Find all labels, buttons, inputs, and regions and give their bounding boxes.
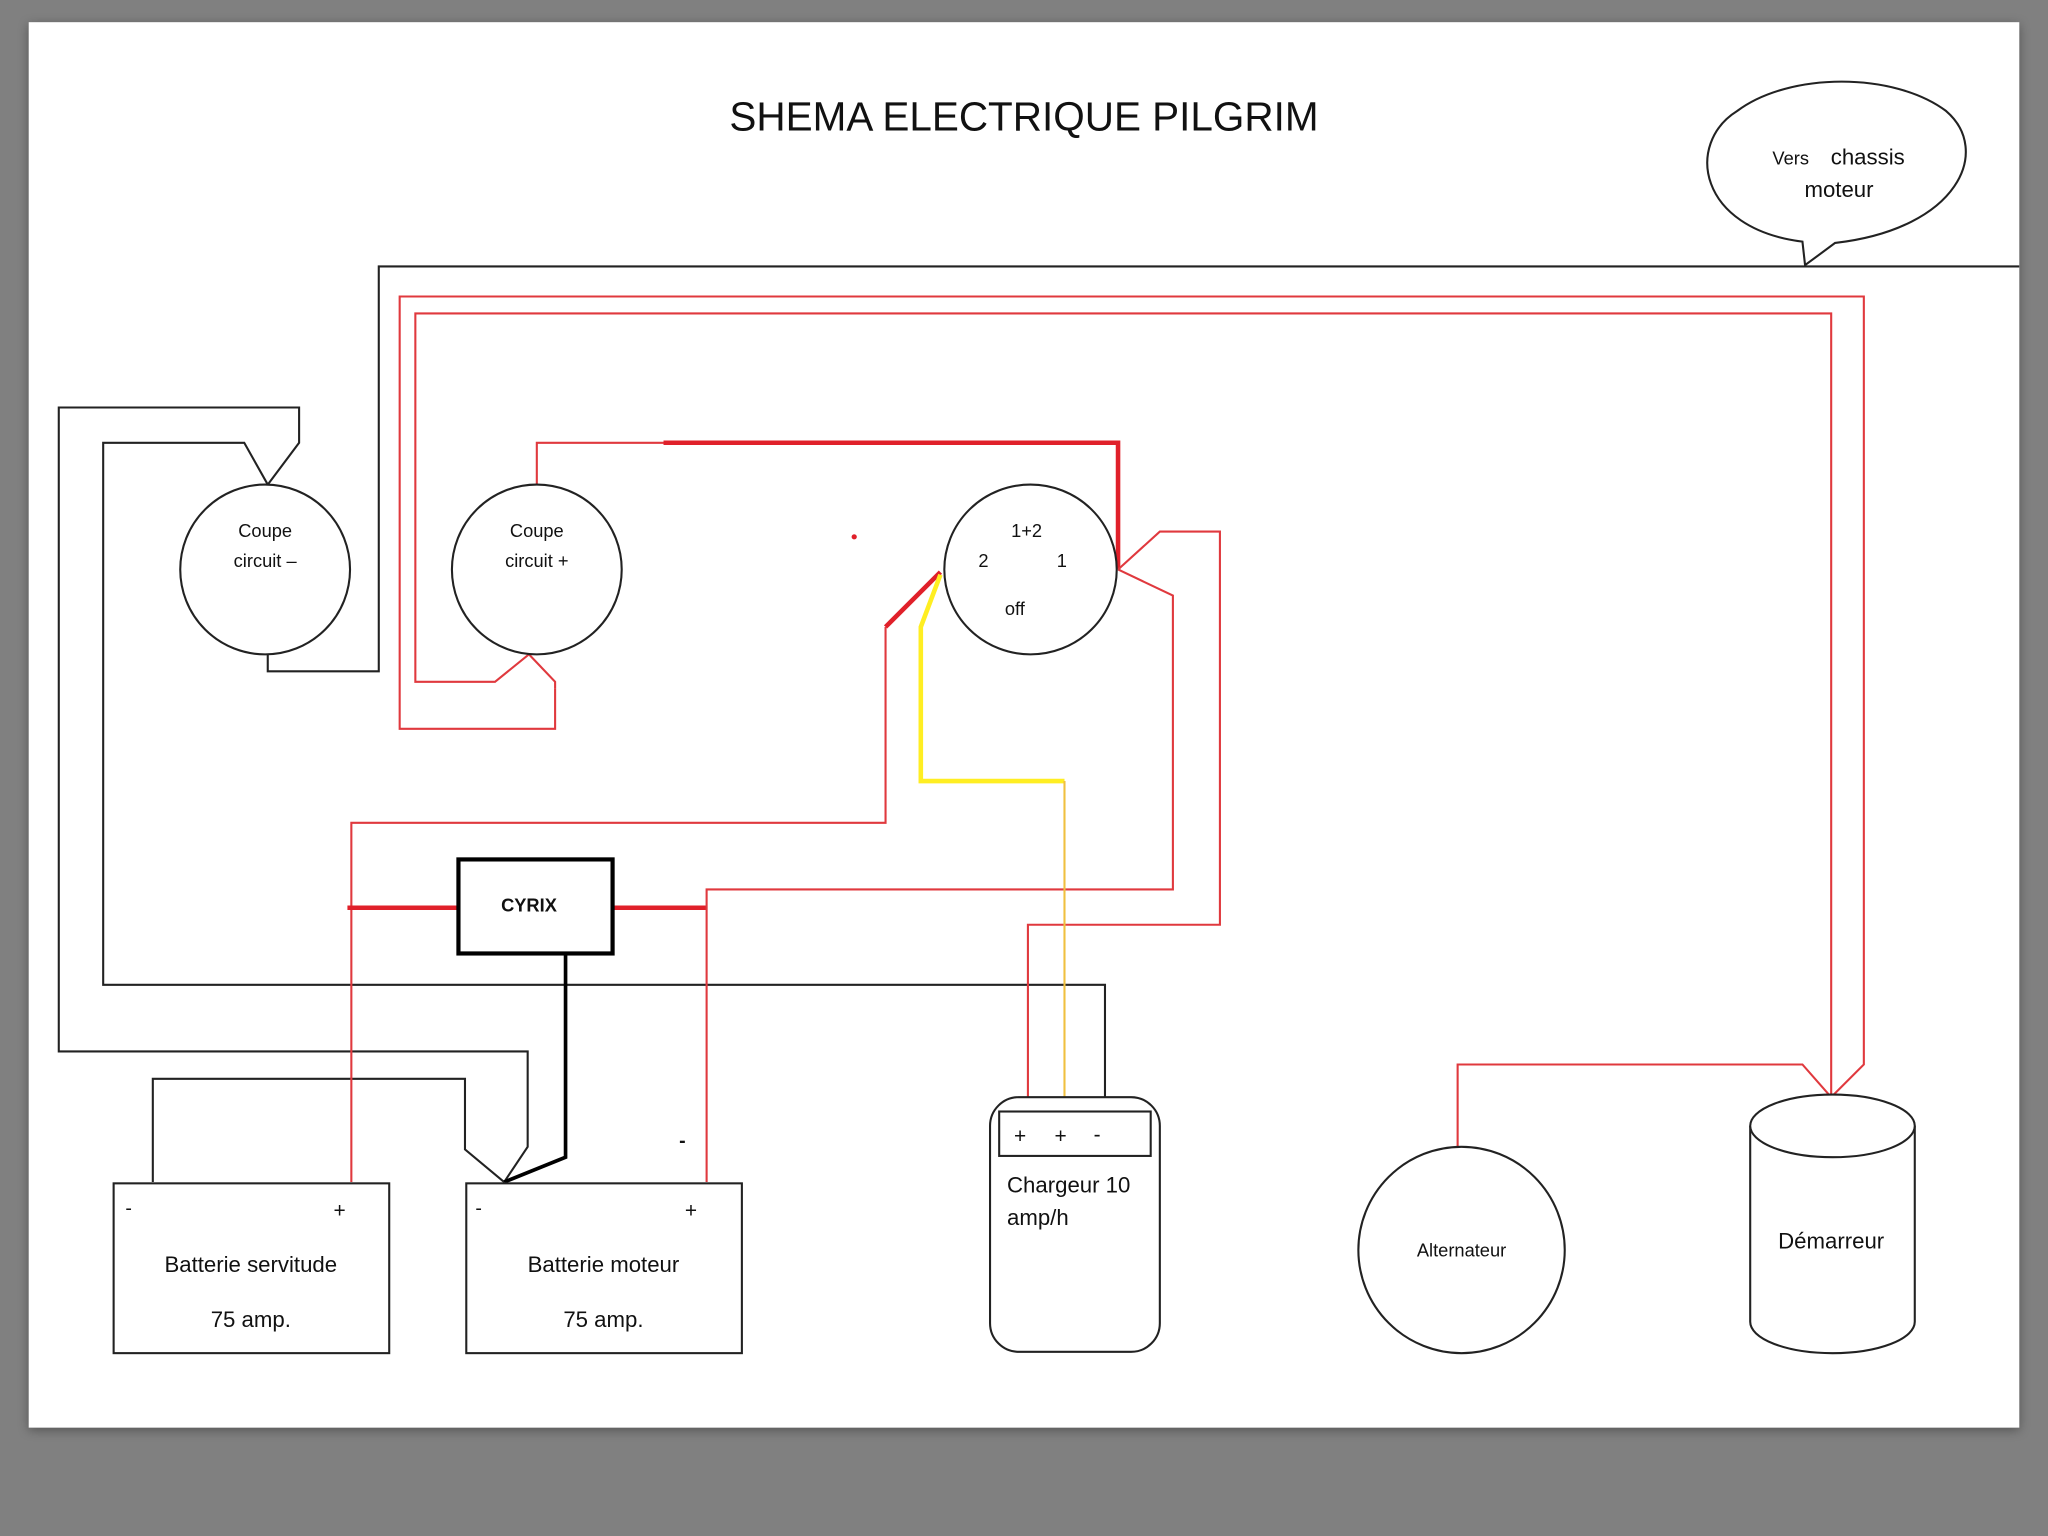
charger-link-wires [918,573,1066,1098]
battery-engine: - + Batterie moteur 75 amp. - [465,1130,743,1355]
wire-switch-to-charger-yellow [918,573,1065,784]
wire-cyrix-ground [503,954,568,1184]
chassis-callout: Vers chassis moteur [1706,80,1967,268]
battery-service-plus: + [333,1199,345,1222]
coupe-circuit-plus: Coupe circuit + [450,483,623,656]
alternator: Alternateur [1357,1145,1566,1355]
battery-service-name: Batterie servitude [164,1252,337,1277]
battery-engine-capacity: 75 amp. [563,1307,643,1332]
switch-pos-2: 2 [978,550,988,571]
diagram-title: SHEMA ELECTRIQUE PILGRIM [729,94,1318,140]
wire-switch1-to-charger [1026,530,1221,1098]
coupe-plus-line1: Coupe [510,520,564,541]
callout-word1: Vers [1772,148,1809,169]
coupe-moins-line1: Coupe [238,520,292,541]
wire-coupe-plus-to-switch-thin [535,441,664,485]
switch-pos-both: 1+2 [1011,520,1042,541]
wire-coupe-plus-to-switch-thick [663,440,1121,570]
charger-terminal-1: + [1014,1125,1026,1148]
wire-coupe-plus-to-starter-outer [398,295,1865,1098]
negative-wires [57,265,2020,1184]
wire-coupe-moins-to-charger [102,441,1107,1098]
starter-label: Démarreur [1778,1229,1885,1254]
stray-minus-mark: - [679,1130,686,1152]
battery-service: - + Batterie servitude 75 amp. [112,1182,391,1355]
charger-terminal-3: - [1094,1124,1101,1147]
wire-coupe-moins-to-engine-battery-outer [57,406,529,1183]
cyrix-label: CYRIX [501,895,558,916]
charger: + + - Chargeur 10 amp/h [988,1096,1161,1353]
charger-line2: amp/h [1007,1205,1069,1230]
callout-line2: moteur [1804,177,1874,202]
wire-switch2-link-thick [883,570,943,629]
battery-service-minus: - [125,1198,132,1220]
wire-chassis-to-coupe-moins [266,265,2020,673]
switch-pos-off: off [1005,598,1026,619]
battery-service-capacity: 75 amp. [211,1307,291,1332]
wire-alternator-to-starter [1456,1063,1832,1147]
callout-word2: chassis [1831,145,1905,170]
charger-line1: Chargeur 10 [1007,1172,1130,1197]
wire-coupe-plus-to-starter-inner [414,312,1833,1098]
battery-engine-minus: - [475,1198,482,1220]
starter: Démarreur [1749,1093,1916,1355]
coupe-plus-line2: circuit + [505,550,568,571]
battery-engine-plus: + [685,1199,697,1222]
wire-switch1-to-engine-battery [705,568,1174,1183]
battery-selector-switch: 1+2 2 1 off [943,483,1118,656]
cyrix-relay: CYRIX [456,857,615,956]
wire-service-neg-to-engine-neg [151,1077,505,1183]
battery-engine-name: Batterie moteur [528,1252,680,1277]
coupe-moins-line2: circuit – [234,550,298,571]
switch-pos-1: 1 [1057,550,1067,571]
positive-wires [347,295,1865,1183]
wire-switch2-to-service-battery [350,626,887,1183]
charger-terminal-2: + [1054,1125,1066,1148]
coupe-circuit-moins: Coupe circuit – [179,483,352,656]
stray-red-dot [851,534,857,540]
alternator-label: Alternateur [1417,1239,1506,1260]
